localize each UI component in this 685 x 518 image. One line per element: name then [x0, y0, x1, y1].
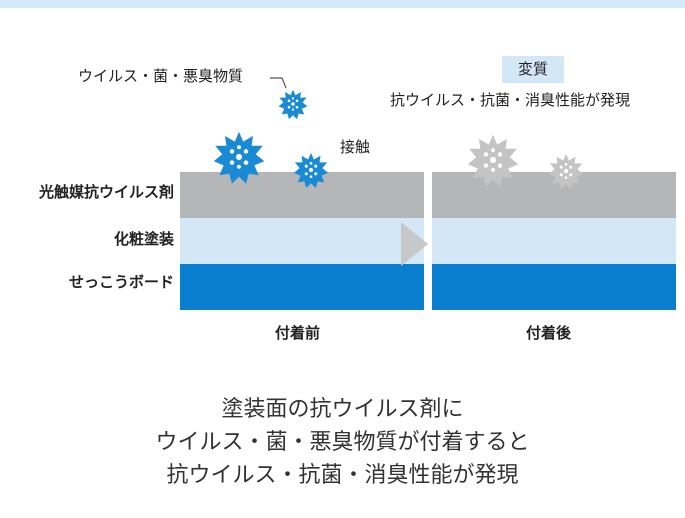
- layer-paint-after: [432, 218, 676, 264]
- layer-antiviral-after: [432, 172, 676, 218]
- virus-icon: [213, 131, 265, 184]
- layer-label-board: せっこうボード: [68, 273, 174, 291]
- germs-label: ウイルス・菌・悪臭物質: [78, 67, 244, 85]
- layer-board-before: [180, 264, 424, 310]
- change-badge: 変質: [502, 56, 564, 83]
- contact-label: 接触: [340, 138, 371, 156]
- before-label: 付着前: [275, 324, 321, 342]
- layer-board-after: [432, 264, 676, 310]
- layer-label-paint: 化粧塗装: [113, 230, 174, 248]
- virus-icon-inactive: [467, 134, 584, 190]
- caption-line-3: 抗ウイルス・抗菌・消臭性能が発現: [166, 463, 519, 488]
- after-label: 付着後: [526, 324, 572, 342]
- germs-leader-line: [270, 77, 287, 89]
- transition-arrow-icon: [401, 222, 428, 266]
- header-strip: [0, 0, 685, 8]
- layer-label-antiviral: 光触媒抗ウイルス剤: [38, 183, 174, 201]
- caption-line-1: 塗装面の抗ウイルス剤に: [221, 397, 464, 422]
- virus-icon: [278, 89, 308, 120]
- layer-paint-before: [180, 218, 424, 264]
- stack-after: [432, 172, 676, 310]
- layer-labels: 光触媒抗ウイルス剤 化粧塗装 せっこうボード: [0, 0, 176, 518]
- caption-line-2: ウイルス・菌・悪臭物質が付着すると: [155, 430, 530, 455]
- virus-inactive-detail: [490, 157, 569, 174]
- stack-before: [180, 172, 424, 310]
- effect-label: 抗ウイルス・抗菌・消臭性能が発現: [390, 91, 631, 109]
- virus-icon: [293, 152, 329, 189]
- virus-icon: [213, 89, 329, 189]
